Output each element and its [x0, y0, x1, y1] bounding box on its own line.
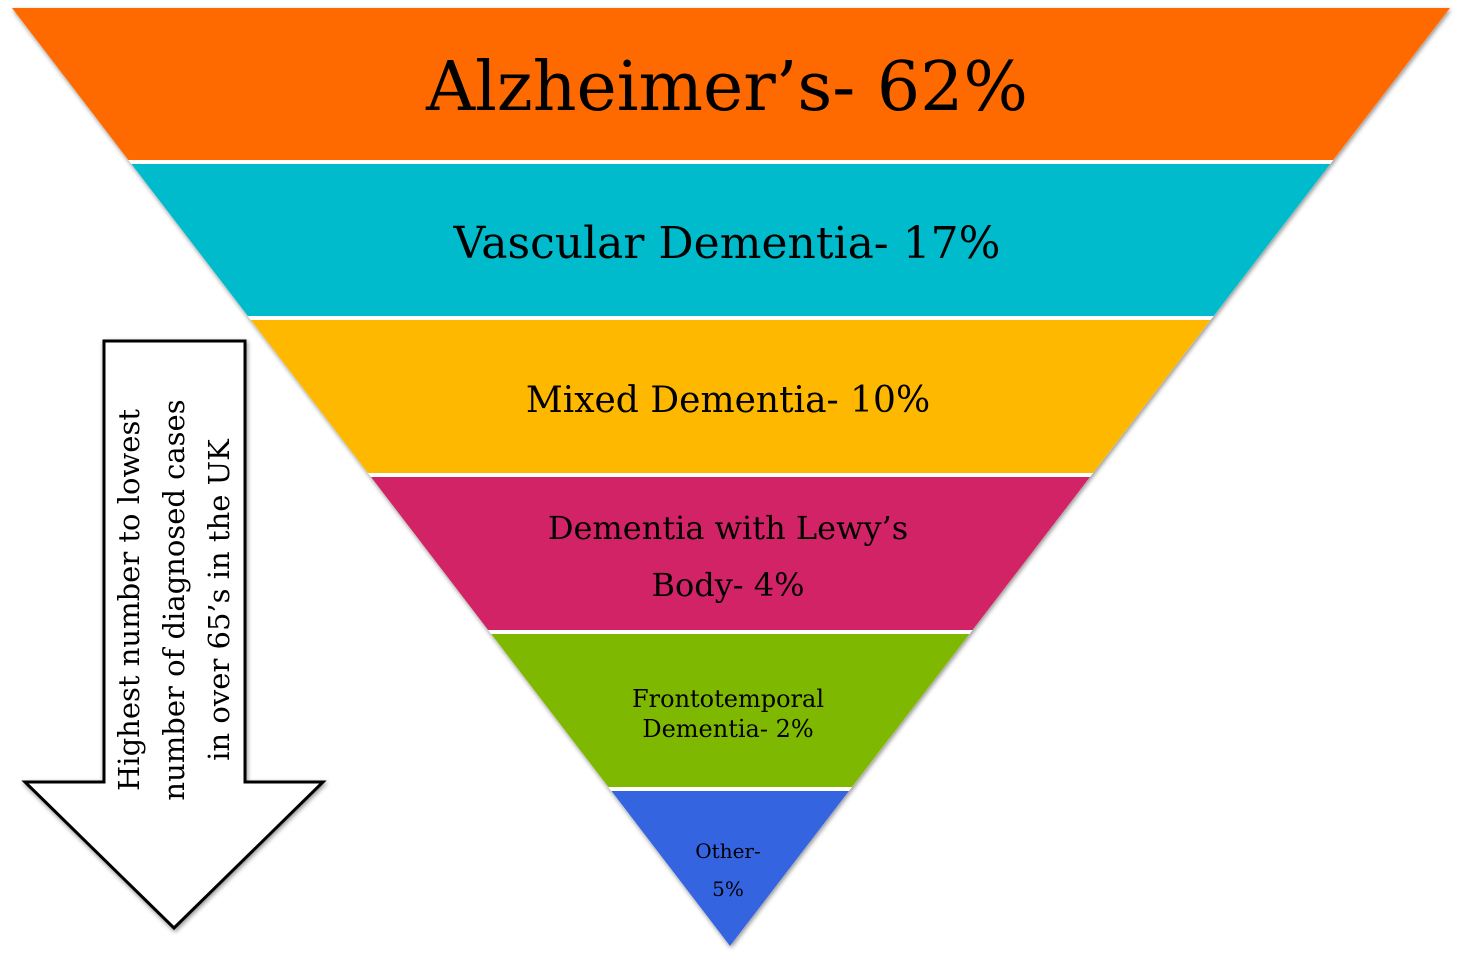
down-arrow-icon — [21, 339, 327, 931]
tier-label-alzheimers: Alzheimer’s- 62% — [425, 48, 1028, 127]
funnel-tiers — [12, 8, 1450, 946]
tier-label-lewy-body-line-1: Dementia with Lewy’s — [548, 509, 908, 547]
arrow-caption: Highest number to lowest number of diagn… — [112, 399, 236, 800]
tier-lewy-body-dementia — [371, 477, 1090, 630]
tier-label-other-line-2: 5% — [712, 877, 744, 901]
tier-other — [611, 791, 849, 946]
tier-label-mixed-dementia: Mixed Dementia- 10% — [526, 380, 930, 421]
tier-mixed-dementia — [250, 320, 1211, 473]
tier-label-frontotemporal-line-2: Dementia- 2% — [642, 715, 813, 743]
arrow-caption-line-3: in over 65’s in the UK — [202, 438, 236, 761]
tier-label-other-line-1: Other- — [695, 839, 760, 863]
tier-vascular-dementia — [131, 164, 1331, 316]
arrow-caption-line-1: Highest number to lowest — [112, 409, 146, 791]
tier-frontotemporal-dementia — [491, 634, 970, 787]
tier-label-frontotemporal-line-1: Frontotemporal — [632, 685, 824, 713]
tier-label-lewy-body-line-2: Body- 4% — [651, 566, 804, 604]
arrow-caption-line-2: number of diagnosed cases — [157, 399, 191, 800]
tier-alzheimers — [12, 8, 1450, 160]
tier-label-vascular-dementia: Vascular Dementia- 17% — [453, 218, 1001, 269]
